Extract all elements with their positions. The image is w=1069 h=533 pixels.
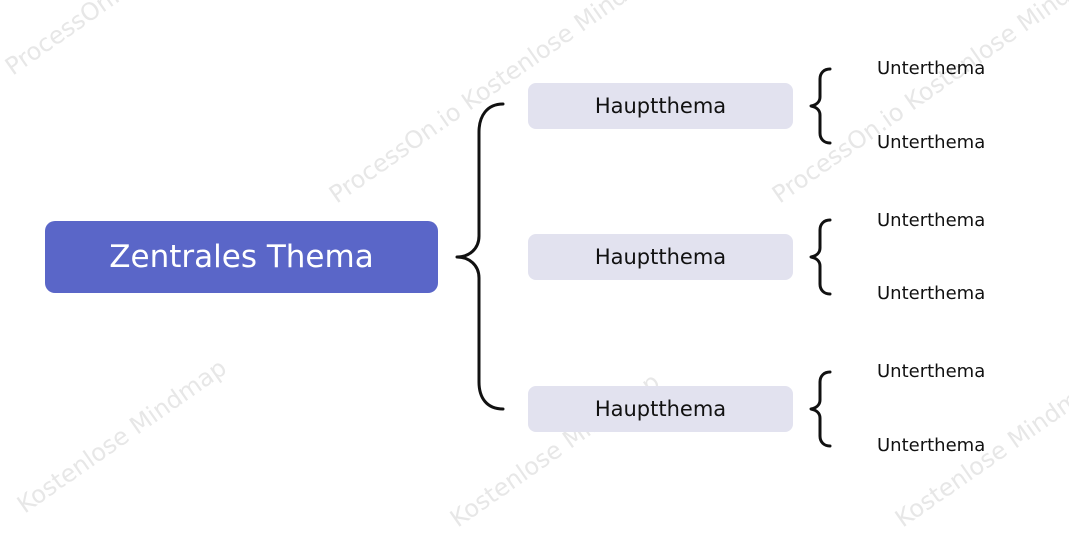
- subtopic-node[interactable]: Unterthema: [877, 361, 986, 382]
- main-topic-node[interactable]: Hauptthema: [528, 386, 793, 432]
- central-topic-node[interactable]: Zentrales Thema: [45, 221, 438, 293]
- subtopic-brace-connector-2: [809, 218, 832, 296]
- subtopic-node[interactable]: Unterthema: [877, 132, 986, 153]
- main-topic-node[interactable]: Hauptthema: [528, 234, 793, 280]
- subtopic-node[interactable]: Unterthema: [877, 435, 986, 456]
- subtopic-brace-connector-1: [809, 67, 832, 145]
- subtopic-node[interactable]: Unterthema: [877, 283, 986, 304]
- main-topic-node[interactable]: Hauptthema: [528, 83, 793, 129]
- subtopic-node[interactable]: Unterthema: [877, 58, 986, 79]
- central-brace-connector: [455, 102, 505, 411]
- subtopic-node[interactable]: Unterthema: [877, 210, 986, 231]
- subtopic-brace-connector-3: [809, 370, 832, 448]
